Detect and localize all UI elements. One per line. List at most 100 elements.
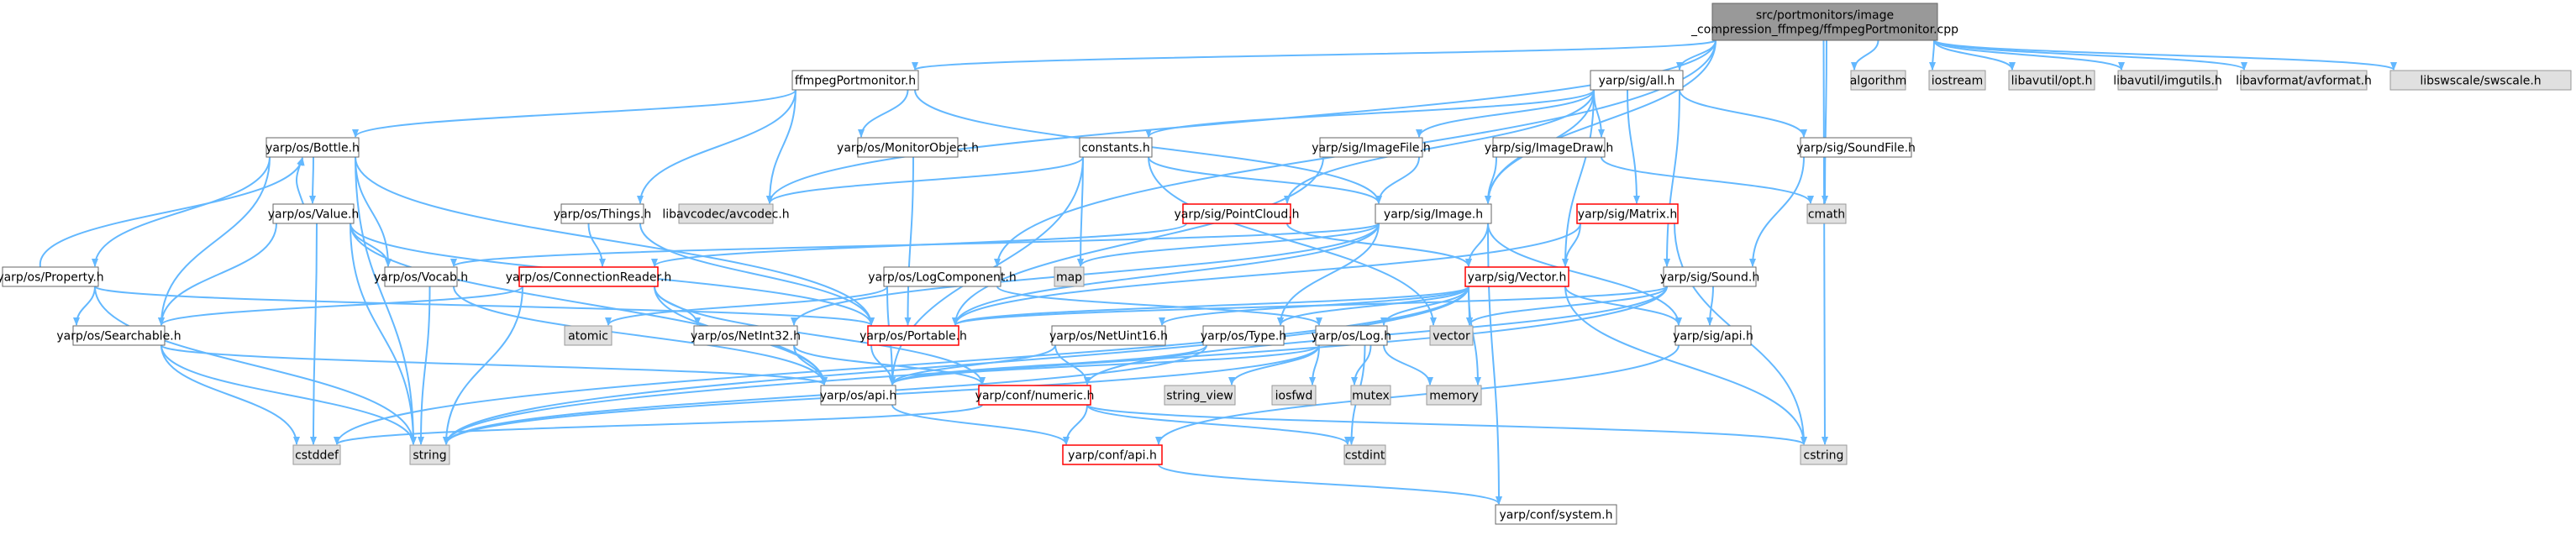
edge-os-Bottle-to-os-Property <box>92 156 271 267</box>
edge-sig-Sound-to-string <box>443 286 1668 445</box>
node-conf-system[interactable]: yarp/conf/system.h <box>1495 504 1617 525</box>
node-box <box>857 137 959 158</box>
node-string-view[interactable]: string_view <box>1164 385 1236 406</box>
node-conf-api[interactable]: yarp/conf/api.h <box>1062 444 1163 465</box>
node-label: _compression_ffmpeg/ffmpegPortmonitor.cp… <box>1690 24 1958 37</box>
node-label: atomic <box>568 330 608 344</box>
edge-os-Vocab-to-string <box>418 286 431 445</box>
node-map[interactable]: map <box>1054 266 1085 287</box>
edge-conf-numeric-to-cstdint <box>1086 404 1351 445</box>
edge-sig-Vector-to-string <box>443 286 1469 445</box>
node-os-MonitorObject[interactable]: yarp/os/MonitorObject.h <box>837 137 979 158</box>
edge-sig-SoundFile-to-sig-Sound <box>1749 156 1805 267</box>
node-box <box>1663 266 1757 287</box>
edge-sig-all-to-sig-SoundFile <box>1679 89 1807 138</box>
node-os-Bottle[interactable]: yarp/os/Bottle.h <box>265 137 360 158</box>
node-os-api[interactable]: yarp/os/api.h <box>820 385 896 406</box>
node-sig-PointCloud[interactable]: yarp/sig/PointCloud.h <box>1174 203 1300 224</box>
node-ffmpegPortmonitor-h[interactable]: ffmpegPortmonitor.h <box>791 70 919 91</box>
node-os-LogComponent[interactable]: yarp/os/LogComponent.h <box>868 266 1017 287</box>
edge-conf-numeric-to-cstddef <box>334 404 983 445</box>
node-box <box>1202 325 1285 346</box>
node-sig-Sound[interactable]: yarp/sig/Sound.h <box>1660 266 1759 287</box>
edge-os-MonitorObject-to-os-Portable <box>904 156 914 326</box>
edge-os-LogComponent-to-atomic <box>605 286 888 326</box>
node-box <box>1800 444 1848 465</box>
node-iostream[interactable]: iostream <box>1928 70 1986 91</box>
node-label: yarp/sig/ImageDraw.h <box>1485 142 1613 155</box>
node-os-NetInt32[interactable]: yarp/os/NetInt32.h <box>691 325 801 346</box>
node-cmath[interactable]: cmath <box>1806 203 1847 224</box>
edge-conf-numeric-to-cstring <box>1086 404 1807 445</box>
node-box <box>820 385 896 406</box>
edge-sig-ImageDraw-to-cmath <box>1601 156 1814 204</box>
node-atomic[interactable]: atomic <box>564 325 612 346</box>
node-mutex[interactable]: mutex <box>1350 385 1391 406</box>
node-box <box>1429 325 1474 346</box>
node-label: yarp/os/LogComponent.h <box>868 271 1016 285</box>
node-os-Value[interactable]: yarp/os/Value.h <box>268 203 360 224</box>
node-iosfwd[interactable]: iosfwd <box>1271 385 1317 406</box>
node-string[interactable]: string <box>409 444 450 465</box>
node-label: yarp/conf/system.h <box>1500 509 1613 522</box>
node-cstddef[interactable]: cstddef <box>292 444 341 465</box>
edge-constants-to-sig-Image <box>1148 156 1382 204</box>
node-label: yarp/conf/api.h <box>1068 449 1157 463</box>
node-sig-Matrix[interactable]: yarp/sig/Matrix.h <box>1576 203 1679 224</box>
edge-os-NetUint16-to-conf-numeric <box>1054 344 1091 386</box>
edge-os-Searchable-to-os-api <box>160 344 828 386</box>
node-cstring[interactable]: cstring <box>1800 444 1848 465</box>
node-sig-Vector[interactable]: yarp/sig/Vector.h <box>1464 266 1569 287</box>
node-os-Vocab[interactable]: yarp/os/Vocab.h <box>374 266 468 287</box>
node-conf-numeric[interactable]: yarp/conf/numeric.h <box>975 385 1095 406</box>
node-label: libswscale/swscale.h <box>2420 75 2541 88</box>
node-label: constants.h <box>1081 142 1149 155</box>
node-os-Searchable[interactable]: yarp/os/Searchable.h <box>56 325 181 346</box>
edge-ffmpegPortmonitor-h-to-libavcodec <box>766 89 796 204</box>
node-label: yarp/os/Searchable.h <box>56 330 181 344</box>
node-libavutil-opt[interactable]: libavutil/opt.h <box>2008 70 2095 91</box>
edge-root-to-libavutil-opt <box>1933 39 2016 71</box>
node-label: yarp/sig/all.h <box>1599 75 1675 88</box>
node-sig-SoundFile[interactable]: yarp/sig/SoundFile.h <box>1796 137 1916 158</box>
node-sig-all[interactable]: yarp/sig/all.h <box>1590 70 1684 91</box>
node-constants[interactable]: constants.h <box>1079 137 1153 158</box>
node-label: libavcodec/avcodec.h <box>662 208 789 222</box>
node-os-Portable[interactable]: yarp/os/Portable.h <box>860 325 967 346</box>
edge-os-Value-to-os-Searchable <box>158 223 277 326</box>
edge-os-ConnectionReader-to-conf-numeric <box>654 286 986 386</box>
node-sig-Image[interactable]: yarp/sig/Image.h <box>1375 203 1492 224</box>
node-os-Property[interactable]: yarp/os/Property.h <box>0 266 104 287</box>
node-sig-api[interactable]: yarp/sig/api.h <box>1673 325 1753 346</box>
node-box <box>1674 325 1752 346</box>
node-box <box>384 266 458 287</box>
edge-sig-api-to-conf-api <box>1155 344 1680 445</box>
node-os-ConnectionReader[interactable]: yarp/os/ConnectionReader.h <box>506 266 672 287</box>
node-label: yarp/os/ConnectionReader.h <box>506 271 672 285</box>
node-root[interactable]: src/portmonitors/image_compression_ffmpe… <box>1690 3 1958 41</box>
node-libavcodec[interactable]: libavcodec/avcodec.h <box>662 203 790 224</box>
edge-os-Things-to-os-ConnectionReader <box>587 223 606 267</box>
node-sig-ImageFile[interactable]: yarp/sig/ImageFile.h <box>1312 137 1431 158</box>
node-os-Log[interactable]: yarp/os/Log.h <box>1312 325 1391 346</box>
node-sig-ImageDraw[interactable]: yarp/sig/ImageDraw.h <box>1485 137 1613 158</box>
edge-sig-PointCloud-to-sig-Vector <box>1286 223 1472 267</box>
node-libavutil-imgutils[interactable]: libavutil/imgutils.h <box>2113 70 2222 91</box>
node-box <box>292 444 341 465</box>
edge-sig-all-to-sig-Vector <box>1562 89 1595 267</box>
edge-os-Log-to-mutex <box>1351 344 1372 386</box>
node-libavformat[interactable]: libavformat/avformat.h <box>2236 70 2372 91</box>
node-os-NetUint16[interactable]: yarp/os/NetUint16.h <box>1049 325 1168 346</box>
edge-sig-ImageDraw-to-sig-Image <box>1485 156 1497 204</box>
node-box <box>409 444 450 465</box>
node-algorithm[interactable]: algorithm <box>1850 70 1907 91</box>
edge-sig-Vector-to-cstddef <box>334 286 1469 445</box>
node-box <box>1850 70 1906 91</box>
node-cstdint[interactable]: cstdint <box>1343 444 1386 465</box>
node-libswscale[interactable]: libswscale/swscale.h <box>2389 70 2572 91</box>
node-box <box>1271 385 1317 406</box>
node-vector[interactable]: vector <box>1429 325 1474 346</box>
node-memory[interactable]: memory <box>1426 385 1482 406</box>
node-os-Things[interactable]: yarp/os/Things.h <box>554 203 652 224</box>
node-os-Type[interactable]: yarp/os/Type.h <box>1201 325 1286 346</box>
